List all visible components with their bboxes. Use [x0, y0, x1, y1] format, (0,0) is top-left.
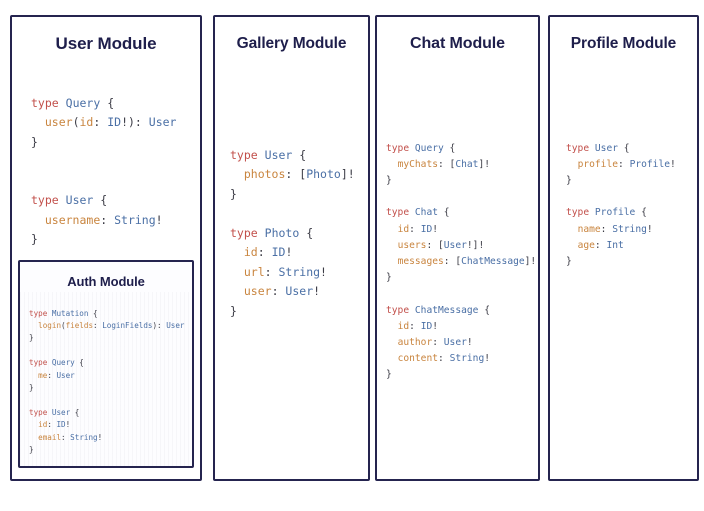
schema-code-auth-module: type Mutation { login(fields: LoginField…	[29, 308, 185, 455]
panel-gallery-module[interactable]: Gallery Module type User { photos: [Phot…	[213, 15, 370, 481]
panel-title-user-module: User Module	[55, 34, 157, 53]
schema-code-gallery-module: type User { photos: [Photo]! } type Phot…	[230, 147, 355, 318]
panel-title-auth-module: Auth Module	[67, 274, 145, 289]
schema-code-profile-module: type User { profile: Profile! } type Pro…	[566, 142, 676, 268]
panel-profile-module[interactable]: Profile Module type User { profile: Prof…	[548, 15, 699, 481]
schema-code-chat-module: type Query { myChats: [Chat]! } type Cha…	[386, 142, 537, 381]
panel-title-profile-module: Profile Module	[570, 35, 677, 52]
panel-title-chat-module: Chat Module	[410, 35, 505, 52]
panel-user-module[interactable]: User Module type Query { user(id: ID!): …	[10, 15, 202, 481]
schema-code-user-module: type Query { user(id: ID!): User } type …	[31, 95, 177, 247]
panel-title-gallery-module: Gallery Module	[236, 35, 347, 52]
panel-auth-module[interactable]: Auth Module type Mutation { login(fields…	[18, 260, 194, 468]
panel-chat-module[interactable]: Chat Module type Query { myChats: [Chat]…	[375, 15, 540, 481]
